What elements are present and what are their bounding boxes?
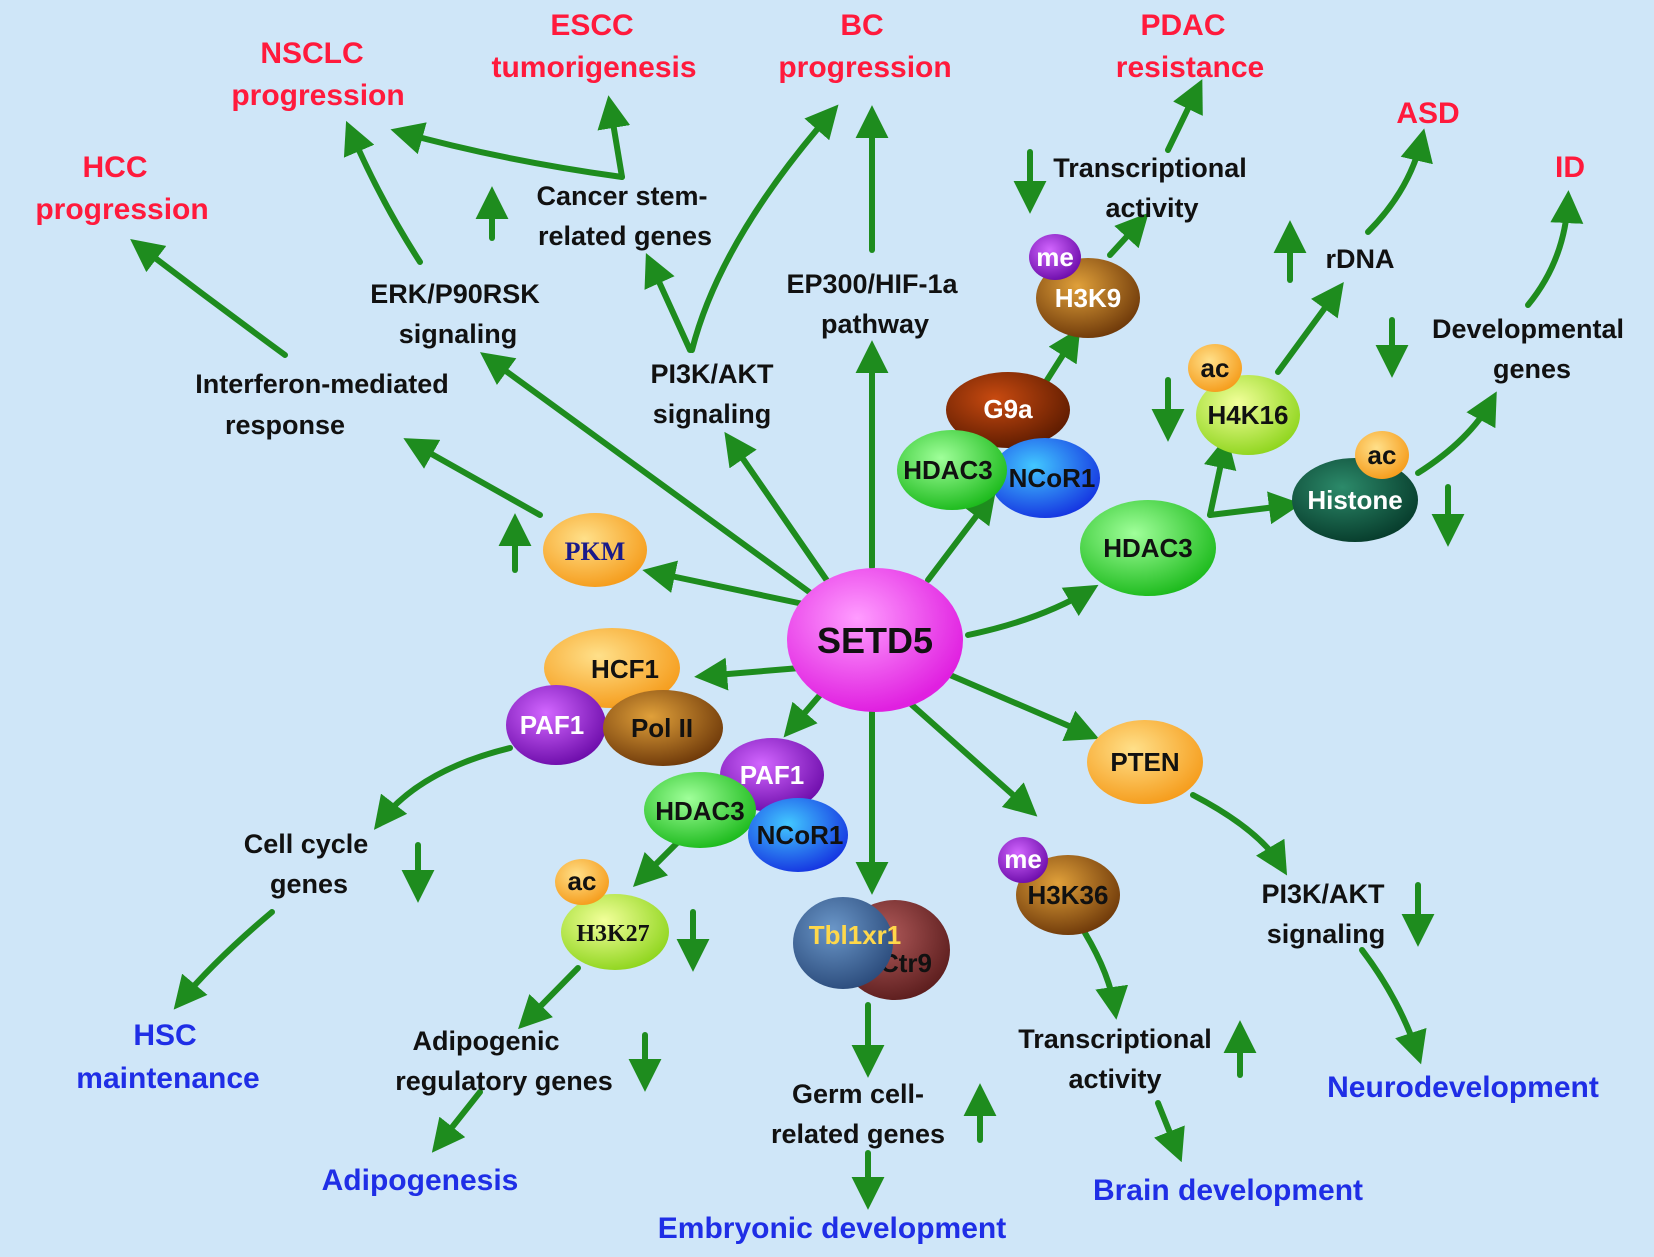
embryonic-label: Embryonic development [658, 1212, 1006, 1245]
svg-text:response: response [225, 410, 345, 440]
pten-node: PTEN [1087, 720, 1203, 804]
svg-text:G9a: G9a [983, 394, 1033, 424]
svg-text:ac: ac [1368, 440, 1397, 470]
svg-text:related genes: related genes [771, 1119, 945, 1149]
pdac-line2: resistance [1116, 51, 1264, 84]
svg-text:Transcriptional: Transcriptional [1018, 1024, 1212, 1054]
svg-text:Developmental: Developmental [1432, 314, 1624, 344]
svg-text:pathway: pathway [821, 309, 929, 339]
hdac3-right-node: HDAC3 [1080, 500, 1216, 596]
svg-text:signaling: signaling [399, 319, 518, 349]
svg-text:Cell cycle: Cell cycle [244, 829, 369, 859]
pathway-labels: Interferon-mediated response ERK/P90RSK … [195, 153, 1624, 1149]
svg-text:HDAC3: HDAC3 [655, 796, 745, 826]
hsc-line2: maintenance [76, 1062, 259, 1095]
svg-text:PAF1: PAF1 [520, 710, 585, 740]
svg-text:activity: activity [1105, 193, 1198, 223]
svg-text:EP300/HIF-1a: EP300/HIF-1a [786, 269, 958, 299]
neuro-label: Neurodevelopment [1327, 1071, 1599, 1104]
disease-outcomes: HCC progression NSCLC progression ESCC t… [35, 9, 1585, 226]
svg-text:Tbl1xr1: Tbl1xr1 [809, 920, 902, 950]
nsclc-line1: NSCLC [260, 37, 363, 70]
svg-text:HCF1: HCF1 [591, 654, 659, 684]
g9a-hdac3-ncor1-complex: G9a NCoR1 HDAC3 [897, 372, 1100, 518]
svg-text:Transcriptional: Transcriptional [1053, 153, 1247, 183]
svg-text:ERK/P90RSK: ERK/P90RSK [370, 279, 540, 309]
svg-text:regulatory genes: regulatory genes [395, 1066, 613, 1096]
histone-node: Histone ac [1292, 431, 1418, 542]
h3k9-node: H3K9 me [1029, 234, 1140, 338]
hcf1-complex: HCF1 PAF1 Pol II [506, 628, 723, 766]
svg-text:PI3K/AKT: PI3K/AKT [650, 359, 774, 389]
development-outcomes: HSC maintenance Adipogenesis Embryonic d… [76, 1019, 1599, 1245]
svg-text:H4K16: H4K16 [1208, 400, 1289, 430]
svg-text:HDAC3: HDAC3 [903, 455, 993, 485]
pdac-line1: PDAC [1140, 9, 1225, 42]
svg-text:rDNA: rDNA [1325, 244, 1394, 274]
h3k27-node: H3K27 ac [555, 859, 669, 970]
asd-label: ASD [1396, 97, 1459, 130]
svg-text:H3K27: H3K27 [576, 921, 649, 947]
svg-text:PI3K/AKT: PI3K/AKT [1261, 879, 1385, 909]
svg-text:activity: activity [1068, 1064, 1161, 1094]
adipogenesis-label: Adipogenesis [322, 1164, 519, 1197]
svg-text:me: me [1004, 844, 1042, 874]
svg-text:genes: genes [1493, 354, 1571, 384]
svg-text:Histone: Histone [1307, 485, 1402, 515]
escc-line1: ESCC [550, 9, 633, 42]
svg-text:related genes: related genes [538, 221, 712, 251]
svg-text:PTEN: PTEN [1110, 747, 1179, 777]
bc-line2: progression [778, 51, 951, 84]
svg-text:PAF1: PAF1 [740, 760, 805, 790]
id-label: ID [1555, 151, 1585, 184]
svg-text:H3K36: H3K36 [1028, 880, 1109, 910]
h3k36-node: H3K36 me [998, 837, 1120, 935]
svg-text:HDAC3: HDAC3 [1103, 533, 1193, 563]
paf1-hdac3-ncor1-complex: PAF1 HDAC3 NCoR1 [644, 738, 848, 872]
svg-text:ac: ac [1201, 353, 1230, 383]
svg-text:NCoR1: NCoR1 [1009, 463, 1096, 493]
setd5-center-node: SETD5 [787, 568, 963, 712]
svg-text:signaling: signaling [1267, 919, 1386, 949]
hcc-line1: HCC [83, 151, 148, 184]
hsc-line1: HSC [133, 1019, 196, 1052]
svg-text:Cancer stem-: Cancer stem- [536, 181, 707, 211]
svg-text:NCoR1: NCoR1 [757, 820, 844, 850]
svg-text:H3K9: H3K9 [1055, 283, 1121, 313]
svg-text:genes: genes [270, 869, 348, 899]
svg-text:Pol II: Pol II [631, 713, 693, 743]
svg-text:Germ cell-: Germ cell- [792, 1079, 924, 1109]
bc-line1: BC [840, 9, 883, 42]
escc-line2: tumorigenesis [491, 51, 696, 84]
svg-text:Adipogenic: Adipogenic [413, 1026, 560, 1056]
h4k16-node: H4K16 ac [1188, 344, 1300, 455]
tbl1xr1-ctr9-complex: Ctr9 Tbl1xr1 [793, 897, 950, 1000]
pkm-node: PKM [543, 513, 647, 587]
svg-text:PKM: PKM [565, 537, 626, 566]
brain-label: Brain development [1093, 1174, 1363, 1207]
hcc-line2: progression [35, 193, 208, 226]
nsclc-line2: progression [231, 79, 404, 112]
arrows [130, 79, 1584, 1210]
svg-text:SETD5: SETD5 [817, 620, 933, 661]
svg-text:signaling: signaling [653, 399, 772, 429]
svg-text:Interferon-mediated: Interferon-mediated [195, 369, 449, 399]
svg-text:me: me [1036, 242, 1074, 272]
svg-text:ac: ac [568, 866, 597, 896]
